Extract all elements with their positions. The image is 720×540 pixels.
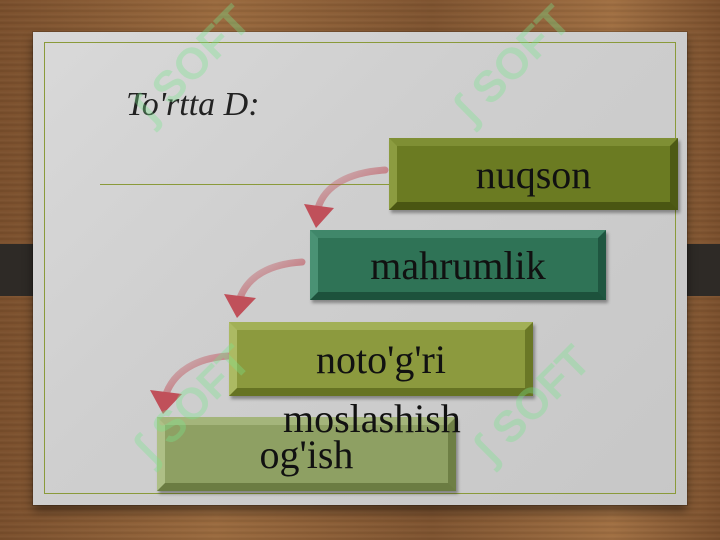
box-label-notogri: noto'g'ri bbox=[316, 336, 446, 382]
inner-frame bbox=[44, 42, 676, 494]
box-label-nuqson: nuqson bbox=[475, 151, 592, 197]
box-label-ogish: og'ish bbox=[259, 431, 354, 477]
box-nuqson: nuqson bbox=[389, 138, 678, 210]
slide-title: To'rtta D: bbox=[126, 86, 260, 123]
box-notogri: noto'g'ri bbox=[229, 322, 533, 396]
title-underline bbox=[100, 184, 400, 185]
overflow-label-moslashish: moslashish bbox=[283, 396, 461, 441]
box-label-mahrumlik: mahrumlik bbox=[370, 242, 546, 288]
box-mahrumlik: mahrumlik bbox=[310, 230, 606, 300]
